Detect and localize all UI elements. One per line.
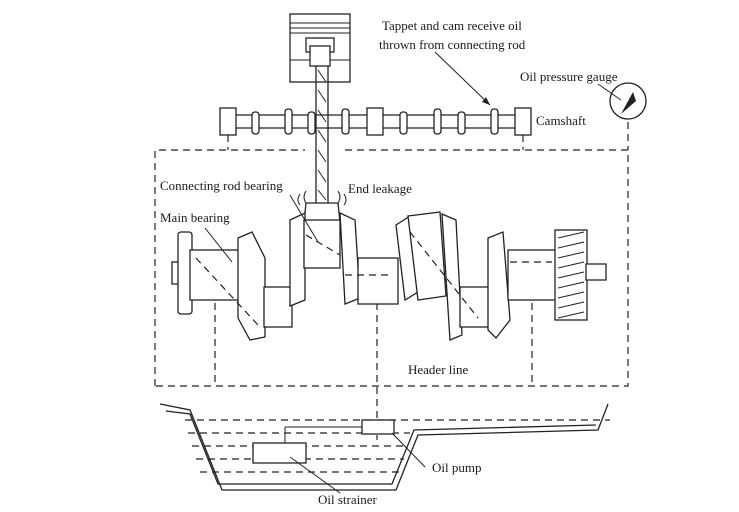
oil-strainer-label: Oil strainer <box>318 492 378 507</box>
pressure-gauge-icon <box>609 82 647 120</box>
oil-pump <box>284 419 395 445</box>
leader-lines <box>204 51 622 494</box>
connecting-rod-bearing-label: Connecting rod bearing <box>160 178 283 193</box>
camshaft-label: Camshaft <box>536 113 586 128</box>
connecting-rod <box>303 66 341 223</box>
oil-pressure-gauge-label: Oil pressure gauge <box>520 69 618 84</box>
oil-strainer <box>252 442 307 464</box>
piston-icon <box>289 13 351 83</box>
crankshaft-icon <box>171 211 607 341</box>
tappet-label-line1: Tappet and cam receive oil <box>382 18 522 33</box>
camshaft <box>219 107 532 150</box>
main-bearing-label: Main bearing <box>160 210 230 225</box>
cam-lobes <box>251 108 499 135</box>
oil-pan-icon <box>159 403 610 491</box>
end-leakage-label: End leakage <box>348 181 412 196</box>
header-line-label: Header line <box>408 362 469 377</box>
tappet-label-line2: thrown from connecting rod <box>379 37 526 52</box>
oil-pump-label: Oil pump <box>432 460 481 475</box>
end-leakage-marks <box>297 190 347 206</box>
